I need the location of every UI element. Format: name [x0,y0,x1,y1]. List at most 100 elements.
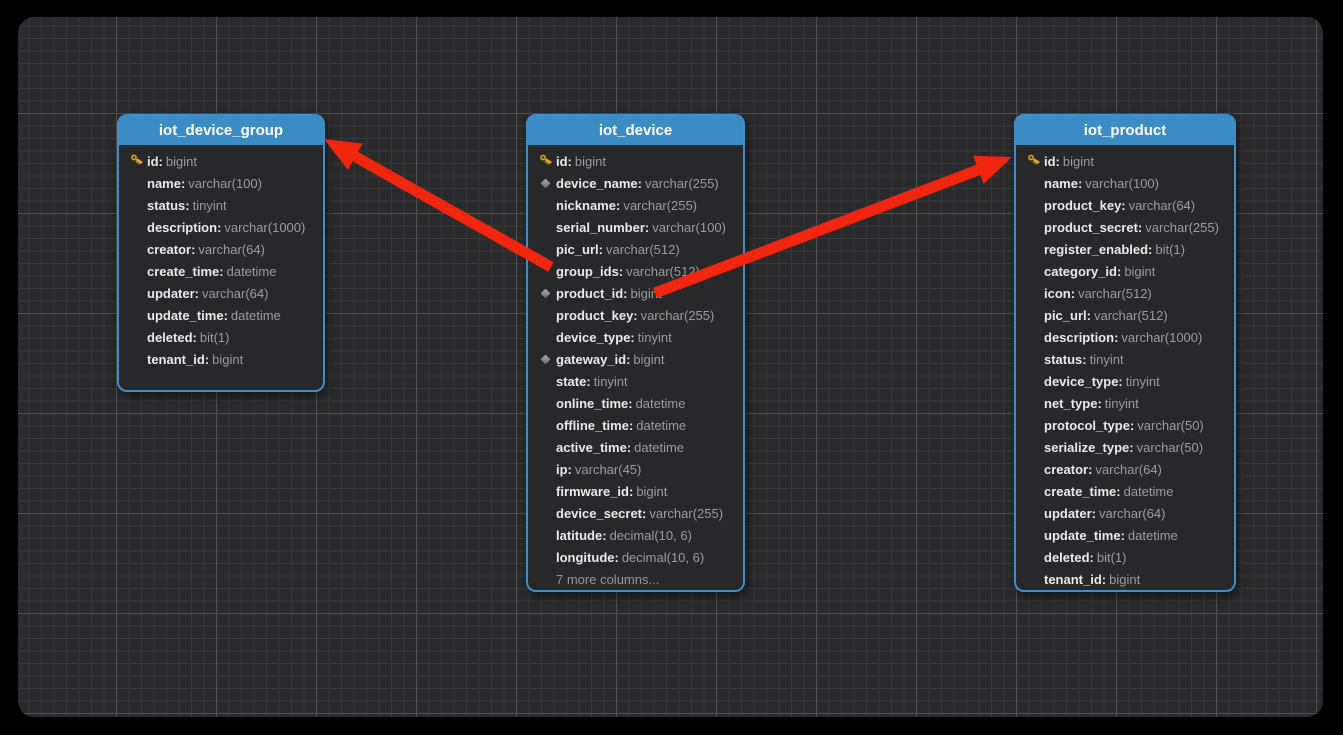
column-type: bit(1) [199,329,230,345]
column-row-nickname[interactable]: nickname:varchar(255) [534,194,737,216]
key-icon [1027,154,1040,165]
column-name: longitude: [556,549,619,565]
column-row-device_type[interactable]: device_type:tinyint [534,326,737,348]
column-name: serialize_type: [1044,439,1134,455]
column-type: varchar(50) [1136,439,1204,455]
column-row-updater[interactable]: updater:varchar(64) [125,282,317,304]
column-row-device_type[interactable]: device_type:tinyint [1022,370,1228,392]
column-row-product_key[interactable]: product_key:varchar(255) [534,304,737,326]
column-row-online_time[interactable]: online_time:datetime [534,392,737,414]
table-title[interactable]: iot_product [1016,116,1234,145]
column-row-id[interactable]: id:bigint [125,150,317,172]
column-row-longitude[interactable]: longitude:decimal(10, 6) [534,546,737,568]
column-name: update_time: [1044,527,1125,543]
column-type: varchar(255) [623,197,698,213]
column-row-update_time[interactable]: update_time:datetime [1022,524,1228,546]
column-row-status[interactable]: status:tinyint [1022,348,1228,370]
column-name: offline_time: [556,417,634,433]
column-type: varchar(512) [1078,285,1152,301]
column-row-firmware_id[interactable]: firmware_id:bigint [534,480,737,502]
column-name: pic_url: [556,241,603,257]
table-title[interactable]: iot_device [528,116,743,145]
column-row-offline_time[interactable]: offline_time:datetime [534,414,737,436]
more-columns-label: 7 more columns... [556,571,660,587]
column-row-deleted[interactable]: deleted:bit(1) [1022,546,1228,568]
column-name: protocol_type: [1044,417,1135,433]
column-name: nickname: [556,197,621,213]
column-name: pic_url: [1044,307,1091,323]
column-row-serial_number[interactable]: serial_number:varchar(100) [534,216,737,238]
column-type: varchar(255) [649,505,724,521]
diamond-icon [534,354,556,364]
column-name: group_ids: [556,263,624,279]
column-row-category_id[interactable]: category_id:bigint [1022,260,1228,282]
column-row-description[interactable]: description:varchar(1000) [125,216,317,238]
column-type: tinyint [1104,395,1139,411]
column-row-ip[interactable]: ip:varchar(45) [534,458,737,480]
column-row-product_id[interactable]: product_id:bigint [534,282,737,304]
column-row-description[interactable]: description:varchar(1000) [1022,326,1228,348]
column-name: net_type: [1044,395,1102,411]
column-type: varchar(64) [1099,505,1166,521]
column-row-icon[interactable]: icon:varchar(512) [1022,282,1228,304]
column-type: bigint [630,285,662,301]
column-row-id[interactable]: id:bigint [1022,150,1228,172]
column-row-register_enabled[interactable]: register_enabled:bit(1) [1022,238,1228,260]
column-type: datetime [636,417,687,433]
column-row-creator[interactable]: creator:varchar(64) [1022,458,1228,480]
column-row-device_name[interactable]: device_name:varchar(255) [534,172,737,194]
column-name: updater: [147,285,199,301]
column-row-status[interactable]: status:tinyint [125,194,317,216]
column-name: deleted: [147,329,197,345]
column-type: datetime [226,263,277,279]
column-row-latitude[interactable]: latitude:decimal(10, 6) [534,524,737,546]
column-row-tenant_id[interactable]: tenant_id:bigint [1022,568,1228,590]
column-row-active_time[interactable]: active_time:datetime [534,436,737,458]
column-row-create_time[interactable]: create_time:datetime [125,260,317,282]
column-row-net_type[interactable]: net_type:tinyint [1022,392,1228,414]
column-type: datetime [634,439,685,455]
column-row-updater[interactable]: updater:varchar(64) [1022,502,1228,524]
column-name: ip: [556,461,572,477]
column-row-deleted[interactable]: deleted:bit(1) [125,326,317,348]
column-row-pic_url[interactable]: pic_url:varchar(512) [534,238,737,260]
column-type: bigint [636,483,668,499]
column-name: tenant_id: [147,351,210,367]
column-name: product_id: [556,285,628,301]
column-name: update_time: [147,307,228,323]
column-row-pic_url[interactable]: pic_url:varchar(512) [1022,304,1228,326]
column-name: product_secret: [1044,219,1143,235]
column-row-creator[interactable]: creator:varchar(64) [125,238,317,260]
column-row-serialize_type[interactable]: serialize_type:varchar(50) [1022,436,1228,458]
more-columns-row[interactable]: 7 more columns... [534,568,737,590]
column-type: bigint [165,153,197,169]
column-row-product_key[interactable]: product_key:varchar(64) [1022,194,1228,216]
column-type: bit(1) [1155,241,1185,257]
column-name: tenant_id: [1044,571,1107,587]
column-type: varchar(100) [652,219,726,235]
column-row-group_ids[interactable]: group_ids:varchar(512) [534,260,737,282]
column-row-state[interactable]: state:tinyint [534,370,737,392]
column-name: device_type: [1044,373,1123,389]
column-row-tenant_id[interactable]: tenant_id:bigint [125,348,317,370]
column-row-name[interactable]: name:varchar(100) [1022,172,1228,194]
table-title[interactable]: iot_device_group [119,116,323,145]
column-type: datetime [1127,527,1178,543]
column-row-create_time[interactable]: create_time:datetime [1022,480,1228,502]
column-row-update_time[interactable]: update_time:datetime [125,304,317,326]
column-row-gateway_id[interactable]: gateway_id:bigint [534,348,737,370]
column-row-device_secret[interactable]: device_secret:varchar(255) [534,502,737,524]
column-row-product_secret[interactable]: product_secret:varchar(255) [1022,216,1228,238]
column-name: serial_number: [556,219,650,235]
column-row-name[interactable]: name:varchar(100) [125,172,317,194]
column-row-protocol_type[interactable]: protocol_type:varchar(50) [1022,414,1228,436]
column-type: decimal(10, 6) [621,549,705,565]
column-type: varchar(64) [202,285,269,301]
column-row-id[interactable]: id:bigint [534,150,737,172]
column-name: firmware_id: [556,483,634,499]
